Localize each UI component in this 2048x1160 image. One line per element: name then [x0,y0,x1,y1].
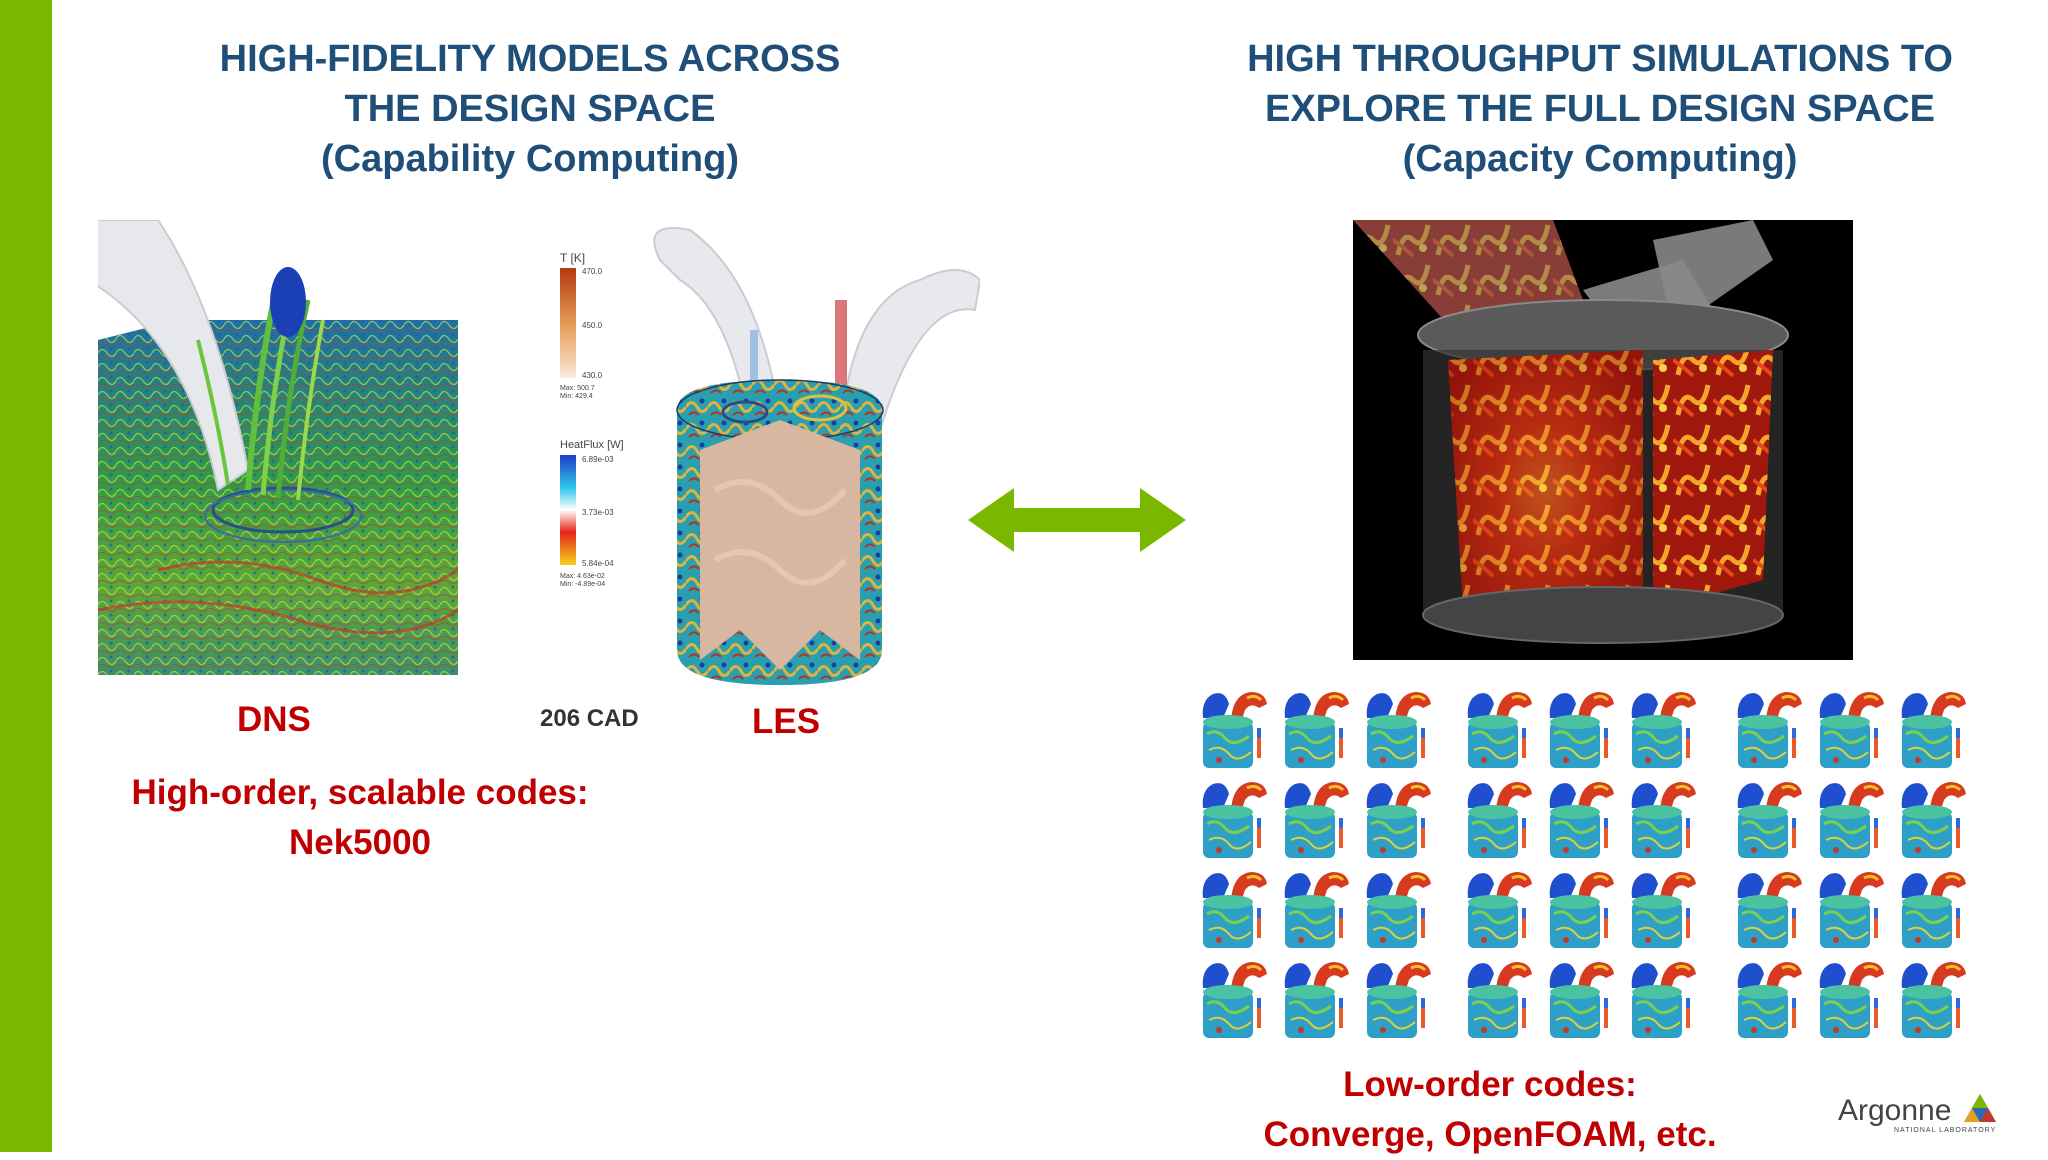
colorbar-legend: T [K] 470.0 450.0 430.0 Max: 500.7 Min: … [560,251,624,588]
simulation-thumbnail [1201,690,1269,770]
simulation-thumbnail [1630,960,1698,1040]
argonne-logo: Argonne NATIONAL LABORATORY [1838,1090,2008,1140]
simulation-thumbnail [1818,960,1886,1040]
simulation-thumbnail [1548,870,1616,950]
simulation-thumbnail [1466,870,1534,950]
simulation-thumbnail [1365,780,1433,860]
double-arrow-icon [968,488,1186,552]
low-order-codes-label: Low-order codes: Converge, OpenFOAM, etc… [1190,1060,1790,1160]
simulation-thumbnail [1466,960,1534,1040]
right-title-line-1: HIGH THROUGHPUT SIMULATIONS TO [1247,38,1953,80]
simulation-thumbnail [1630,780,1698,860]
engine-combustion-visualization [1353,220,1853,660]
simulation-thumbnail [1900,870,1968,950]
simulation-thumbnail [1900,690,1968,770]
simulation-thumbnail [1818,690,1886,770]
simulation-thumbnail [1201,780,1269,860]
dns-visualization [98,220,458,675]
right-title: HIGH THROUGHPUT SIMULATIONS TO EXPLORE T… [1190,34,2010,184]
hf-tick-1: 6.89e-03 [582,455,614,464]
simulation-thumbnail [1548,780,1616,860]
simulation-thumbnail [1283,870,1351,950]
simulation-thumbnail [1900,960,1968,1040]
hf-tick-2: 3.73e-03 [582,508,614,517]
simulation-thumbnail [1900,780,1968,860]
les-visualization [653,227,980,685]
simulation-thumbnail [1365,960,1433,1040]
simulation-thumbnail [1548,690,1616,770]
dns-label: DNS [237,700,311,739]
logo-subtitle: NATIONAL LABORATORY [1894,1127,1997,1134]
simulation-thumbnail [1630,870,1698,950]
left-title-line-1: HIGH-FIDELITY MODELS ACROSS [219,38,841,80]
simulation-thumbnail [1283,780,1351,860]
simulation-thumbnail [1548,960,1616,1040]
simulation-thumbnail [1818,870,1886,950]
simulation-thumbnail [1201,870,1269,950]
left-title: HIGH-FIDELITY MODELS ACROSS THE DESIGN S… [140,34,920,184]
left-title-line-3: (Capability Computing) [321,138,739,180]
argonne-triangle-icon [1964,1094,1996,1122]
low-order-line-1: Low-order codes: [1343,1065,1637,1104]
simulation-thumbnail [1365,690,1433,770]
hf-max: Max: 4.63e-02 [560,573,605,580]
simulation-thumbnail [1466,690,1534,770]
high-order-codes-label: High-order, scalable codes: Nek5000 [110,768,610,868]
t-max: Max: 500.7 [560,385,595,392]
t-min: Min: 429.4 [560,393,593,400]
simulation-thumbnail [1201,960,1269,1040]
accent-green-bar [0,0,52,1152]
high-order-line-1: High-order, scalable codes: [131,773,589,812]
simulation-thumbnail [1736,870,1804,950]
simulation-ensemble-grid [1201,690,1968,1040]
heatflux-colorbar-title: HeatFlux [W] [560,439,624,451]
simulation-thumbnail [1283,960,1351,1040]
t-tick-3: 430.0 [582,371,603,380]
t-tick-2: 450.0 [582,321,603,330]
simulation-thumbnail [1630,690,1698,770]
t-tick-1: 470.0 [582,267,603,276]
simulation-thumbnail [1736,960,1804,1040]
low-order-line-2: Converge, OpenFOAM, etc. [1263,1115,1717,1154]
left-title-line-2: THE DESIGN SPACE [344,88,716,130]
hf-min: Min: -4.89e-04 [560,581,605,588]
temperature-colorbar-title: T [K] [560,251,585,265]
grid-cells [1201,690,1968,1040]
logo-name: Argonne [1838,1094,1952,1127]
hf-tick-3: 5.84e-04 [582,559,614,568]
les-label: LES [752,702,821,741]
simulation-thumbnail [1736,780,1804,860]
simulation-thumbnail [1818,780,1886,860]
simulation-thumbnail [1736,690,1804,770]
simulation-thumbnail [1283,690,1351,770]
simulation-thumbnail [1466,780,1534,860]
crank-angle-label: 206 CAD [540,705,639,732]
right-title-line-2: EXPLORE THE FULL DESIGN SPACE [1264,88,1935,130]
simulation-thumbnail [1365,870,1433,950]
right-title-line-3: (Capacity Computing) [1402,138,1798,180]
high-order-line-2: Nek5000 [288,823,432,862]
